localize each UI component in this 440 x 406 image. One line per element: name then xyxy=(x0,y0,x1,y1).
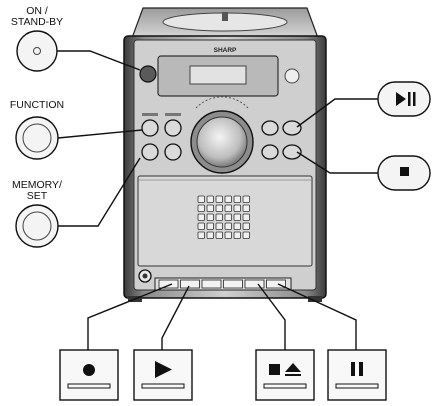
unit-memory-button[interactable] xyxy=(141,143,159,161)
tape-key[interactable] xyxy=(180,279,200,289)
unit-function-button[interactable] xyxy=(141,119,159,137)
grille-hole xyxy=(206,222,214,230)
tape-key[interactable] xyxy=(201,279,222,289)
callout-pause xyxy=(277,283,387,401)
pause-icon xyxy=(351,362,363,376)
right-button-group xyxy=(261,120,302,160)
on-standby-label-line2: STAND-BY xyxy=(11,16,63,28)
cassette-door[interactable] xyxy=(137,175,313,267)
grille-hole xyxy=(224,222,232,230)
power-dot-icon xyxy=(33,47,41,55)
callout-play xyxy=(133,285,193,401)
unit-clock-button[interactable] xyxy=(164,143,182,161)
memory-ring-icon xyxy=(22,211,52,241)
unit-power-button[interactable] xyxy=(139,65,157,83)
stop-icon xyxy=(400,167,409,176)
grille-hole xyxy=(206,204,214,212)
unit-tuning-button[interactable] xyxy=(164,119,182,137)
grille-hole xyxy=(215,213,223,221)
callout-record xyxy=(59,283,173,401)
on-standby-label-line1: ON / xyxy=(26,5,48,17)
play-button[interactable] xyxy=(133,349,193,401)
unit-skip-button[interactable] xyxy=(261,120,279,136)
record-icon xyxy=(83,364,95,376)
function-label: FUNCTION xyxy=(10,99,64,111)
play-pause-icon xyxy=(396,92,416,106)
on-standby-button[interactable] xyxy=(16,30,58,72)
stereo-unit: SHARP xyxy=(123,7,327,302)
grille-hole xyxy=(224,195,232,203)
tape-keys xyxy=(158,279,286,289)
grille-hole xyxy=(224,231,232,239)
grille-hole xyxy=(233,204,241,212)
grille-hole xyxy=(215,195,223,203)
grille-hole xyxy=(197,204,205,212)
function-ring-icon xyxy=(22,123,52,153)
remote-sensor xyxy=(284,68,300,84)
grille-hole xyxy=(206,195,214,203)
grille-hole xyxy=(233,195,241,203)
callout-stop-eject xyxy=(255,283,315,401)
callout-memory-set: MEMORY/ SET xyxy=(12,157,141,248)
memory-set-label-line2: SET xyxy=(27,190,48,202)
pause-button[interactable] xyxy=(327,349,387,401)
callout-on-standby: ON / STAND-BY xyxy=(11,5,141,72)
grille-hole xyxy=(206,231,214,239)
display-segment xyxy=(189,65,247,85)
memory-set-label-line1: MEMORY/ xyxy=(12,179,62,191)
volume-knob[interactable] xyxy=(190,96,254,174)
grille-hole xyxy=(242,195,250,203)
grille-hole xyxy=(197,222,205,230)
unit-play-pause-button[interactable] xyxy=(282,120,302,136)
tape-key[interactable] xyxy=(223,279,243,289)
grille-hole xyxy=(242,213,250,221)
left-button-group xyxy=(141,113,182,161)
grille-hole xyxy=(215,204,223,212)
grille-hole xyxy=(206,213,214,221)
tape-key[interactable] xyxy=(266,279,286,289)
tape-key[interactable] xyxy=(244,279,265,289)
tape-key[interactable] xyxy=(158,279,179,289)
grille-hole xyxy=(242,222,250,230)
callout-function: FUNCTION xyxy=(10,99,143,160)
grille-hole xyxy=(233,213,241,221)
grille-hole xyxy=(242,231,250,239)
grille-hole xyxy=(197,213,205,221)
speaker-grille xyxy=(197,195,250,239)
grille-hole xyxy=(224,213,232,221)
grille-hole xyxy=(224,204,232,212)
grille-hole xyxy=(197,231,205,239)
brand-logo: SHARP xyxy=(214,47,237,54)
callout-play-pause xyxy=(296,81,431,128)
grille-hole xyxy=(197,195,205,203)
play-icon xyxy=(155,361,172,378)
function-button[interactable] xyxy=(15,116,59,160)
grille-hole xyxy=(215,231,223,239)
stop-eject-icon xyxy=(269,363,301,376)
grille-hole xyxy=(233,231,241,239)
memory-set-button[interactable] xyxy=(15,204,59,248)
unit-skip-back-button[interactable] xyxy=(261,144,279,160)
grille-hole xyxy=(242,204,250,212)
grille-hole xyxy=(215,222,223,230)
unit-stop-button[interactable] xyxy=(282,144,302,160)
grille-hole xyxy=(233,222,241,230)
callout-stop xyxy=(296,151,431,191)
